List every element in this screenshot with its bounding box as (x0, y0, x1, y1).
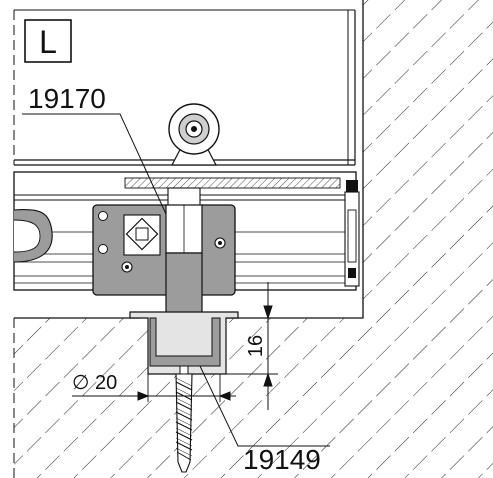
diameter-label: ∅ 20 (72, 372, 117, 394)
view-badge (24, 19, 72, 63)
roller-wheel (168, 103, 220, 166)
floor-guide-channel (129, 311, 239, 375)
anchor-screw (175, 365, 193, 473)
view-badge-label: L (39, 24, 57, 60)
height-label: 16 (245, 335, 267, 357)
callout-leaders (22, 113, 330, 447)
dimension-diameter (72, 374, 236, 402)
wall-edge (270, 0, 364, 319)
carriage-plate (92, 204, 236, 296)
callout-19149: 19149 (243, 444, 321, 475)
callout-19170: 19170 (28, 83, 106, 114)
dimension-height (226, 282, 278, 410)
